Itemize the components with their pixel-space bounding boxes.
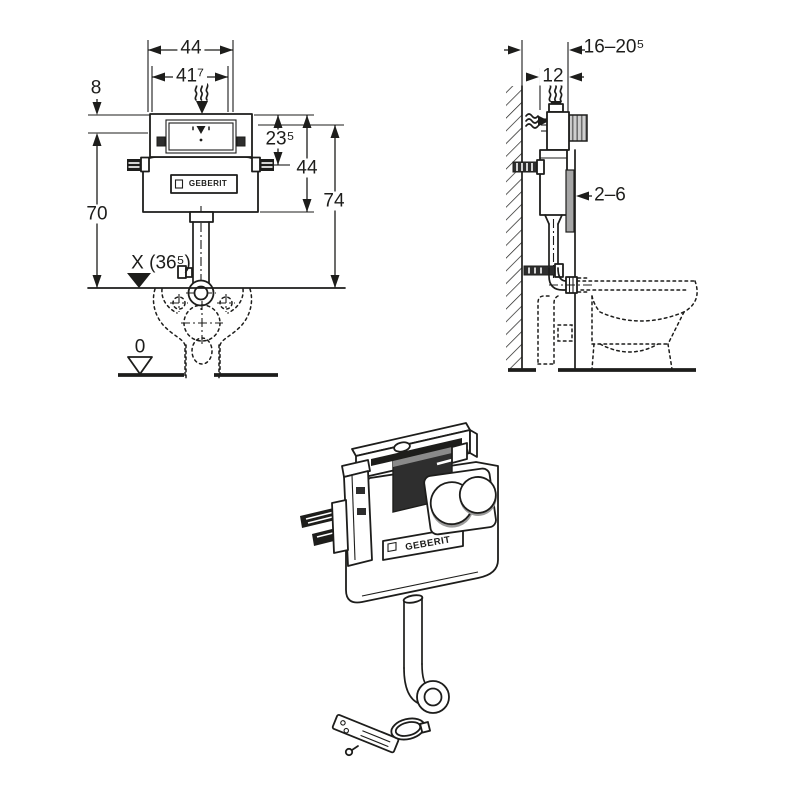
water-supply-icon bbox=[194, 83, 209, 114]
wall-section bbox=[506, 85, 523, 371]
side-column-3d bbox=[341, 459, 373, 567]
flush-bend-side bbox=[548, 267, 592, 294]
toilet-front-outline bbox=[152, 288, 253, 379]
water-supply-icon-side bbox=[525, 113, 549, 129]
cistern-front bbox=[127, 113, 274, 213]
x-prefix: X bbox=[131, 252, 144, 274]
dim-width-outer: 44 bbox=[177, 38, 205, 58]
dim-tank-height: 44 bbox=[293, 158, 321, 178]
fixation-lug-left bbox=[127, 156, 150, 173]
service-frame-3d bbox=[351, 422, 478, 480]
flush-pipe-3d bbox=[402, 594, 450, 714]
dim-install-height: 70 bbox=[83, 204, 111, 224]
zero-level-marker bbox=[127, 356, 153, 375]
pipe-clamp-3d bbox=[390, 717, 431, 741]
floor-outlet-dashed bbox=[537, 295, 573, 365]
bracket-screw-3d bbox=[344, 745, 359, 757]
dim-x-level: X (36⁵) bbox=[131, 254, 191, 273]
dim-width-inner: 41⁷ bbox=[172, 66, 208, 86]
product-view bbox=[300, 422, 499, 757]
mounting-rail bbox=[523, 263, 564, 278]
front-levels bbox=[87, 273, 346, 377]
dim-top-offset: 8 bbox=[90, 77, 102, 99]
dim-inset-depth: 12 bbox=[539, 66, 567, 86]
x-level-marker bbox=[127, 273, 151, 288]
cistern-side bbox=[512, 103, 592, 371]
dim-overall-height: 74 bbox=[320, 191, 348, 211]
flush-button-small bbox=[458, 476, 497, 514]
supply-connector bbox=[568, 114, 588, 142]
wall-anchor-bars-3d bbox=[300, 499, 349, 554]
dim-cover-gap: 2–6 bbox=[594, 184, 626, 206]
dim-panel-height: 23⁵ bbox=[262, 129, 298, 149]
fixation-lug-right bbox=[251, 156, 274, 173]
protection-plate bbox=[565, 169, 575, 233]
wall-anchor-rail bbox=[512, 159, 545, 175]
floor-zero-label: 0 bbox=[134, 336, 146, 358]
dim-depth-range: 16–20⁵ bbox=[583, 36, 645, 58]
inner-water-mark bbox=[192, 126, 210, 142]
x-value: (36⁵) bbox=[149, 252, 191, 274]
brand-logo-front: GEBERIT bbox=[188, 179, 228, 188]
actuator-plate-3d bbox=[423, 467, 497, 536]
toilet-side-outline bbox=[576, 280, 698, 370]
side-view bbox=[504, 40, 698, 372]
flush-pipe-front bbox=[177, 206, 216, 310]
mounting-bracket-3d bbox=[331, 713, 400, 754]
front-view bbox=[87, 40, 346, 379]
